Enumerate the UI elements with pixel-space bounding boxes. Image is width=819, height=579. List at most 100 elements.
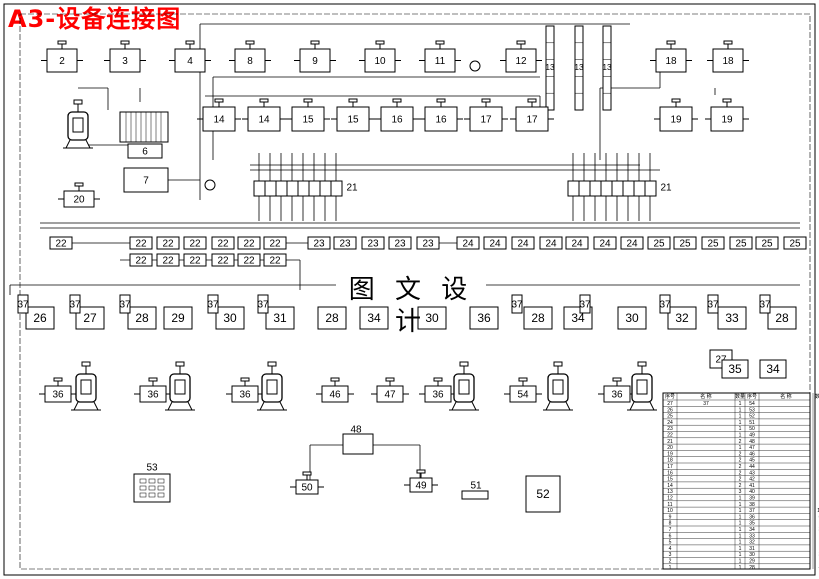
pipe-fitting: 24: [511, 236, 535, 250]
process-unit: 28: [317, 306, 347, 330]
box-frame: [416, 236, 440, 250]
box-frame: [25, 306, 55, 330]
table-cell: 10: [817, 508, 819, 514]
table-cell: 13: [667, 489, 673, 495]
table-cell: 21: [667, 439, 673, 445]
table-cell: 41: [749, 483, 755, 489]
box-label: 22: [243, 256, 255, 267]
table-cell: 36: [749, 514, 755, 520]
table-cell: 1: [739, 540, 742, 546]
box-label: 34: [367, 311, 381, 325]
box-label: 35: [728, 362, 742, 376]
process-unit: 32: [667, 306, 697, 330]
motor-icon: [435, 40, 445, 45]
tank-label: 11: [435, 56, 446, 67]
box-label: 37: [69, 300, 81, 311]
process-unit: 31: [265, 306, 295, 330]
manifold-cell: [330, 180, 343, 197]
small-vessel: 37: [707, 294, 719, 314]
manifold-cell: [308, 180, 321, 197]
box-frame: [163, 306, 193, 330]
table-cell: 49: [749, 433, 755, 439]
tank-label: 14: [213, 115, 225, 126]
manifold-cell: [578, 180, 591, 197]
tank-body: [469, 106, 503, 132]
tank-unit: 8: [229, 40, 271, 73]
small-vessel: 37: [759, 294, 771, 314]
tank-label: 4: [187, 56, 193, 67]
column-label: 13: [603, 63, 612, 72]
table-cell: 45: [749, 458, 755, 464]
box-frame: [593, 236, 617, 250]
table-cell: 35: [749, 521, 755, 527]
box-label: 22: [243, 239, 255, 250]
reactor-motor-icon: [553, 361, 563, 367]
box-label: 7: [143, 176, 149, 187]
box-frame: [307, 236, 331, 250]
panel-button: [139, 478, 147, 484]
table-cell: 50: [749, 426, 755, 432]
box-label: 30: [625, 311, 639, 325]
reactor-unit: [449, 361, 479, 411]
tank-unit: 50: [290, 471, 324, 495]
box-frame: [257, 294, 269, 314]
reactor-body: [261, 373, 283, 403]
table-cell: 7: [669, 527, 672, 533]
table-cell: 51: [749, 420, 755, 426]
column-body: [574, 25, 584, 111]
box-frame: [511, 294, 523, 314]
box-label: 28: [135, 311, 149, 325]
table-cell: 2: [739, 477, 742, 483]
motor-icon: [120, 40, 130, 45]
small-vessel: 37: [511, 294, 523, 314]
box-label: 22: [135, 239, 147, 250]
box-label: 24: [571, 239, 583, 250]
box-label: 22: [162, 239, 174, 250]
box-frame: [721, 359, 749, 379]
table-cell: 8: [669, 521, 672, 527]
pipe-fitting: 24: [620, 236, 644, 250]
pipe-fitting: 22: [156, 236, 180, 250]
pipe-fitting: 23: [333, 236, 357, 250]
box-frame: [539, 236, 563, 250]
box-label: 37: [659, 300, 671, 311]
table-cell: 2: [739, 470, 742, 476]
box-label: 25: [735, 239, 747, 250]
tank-unit: 20: [58, 182, 100, 208]
panel-button: [139, 492, 147, 498]
reactor-unit: [627, 361, 657, 411]
motor-icon: [302, 471, 312, 476]
furnace: 52: [525, 475, 561, 513]
reactor-leg: [73, 401, 79, 411]
tank-label: 16: [391, 115, 403, 126]
box-frame: [237, 253, 261, 267]
reactor-unit: [165, 361, 195, 411]
reactor-motor-icon: [459, 361, 469, 367]
reactor-leg: [565, 401, 571, 411]
box-frame: [359, 306, 389, 330]
reactor-coil: [636, 379, 648, 395]
tank-label: 36: [239, 390, 251, 401]
box-label: 30: [425, 311, 439, 325]
tank-label: 2: [59, 56, 65, 67]
pump-icon: [469, 60, 481, 72]
tank-unit: 46: [316, 377, 354, 403]
small-vessel: 37: [119, 294, 131, 314]
table-cell: 27: [667, 401, 673, 407]
pipe-fitting: 25: [729, 236, 753, 250]
motor-icon: [481, 98, 491, 103]
box-label: 24: [626, 239, 638, 250]
table-cell: 2: [739, 483, 742, 489]
box-frame: [483, 236, 507, 250]
box-frame: [69, 294, 81, 314]
box-label: 33: [725, 311, 739, 325]
drawing-title: A3-设备连接图: [8, 5, 182, 33]
tank-label: 20: [73, 195, 85, 206]
motor-icon: [375, 40, 385, 45]
table-cell: 1: [739, 426, 742, 432]
column-unit: 13: [574, 25, 584, 111]
pipe-network: [9, 23, 800, 480]
table-cell: 32: [749, 540, 755, 546]
table-cell: 39: [749, 496, 755, 502]
process-unit: 30: [617, 306, 647, 330]
